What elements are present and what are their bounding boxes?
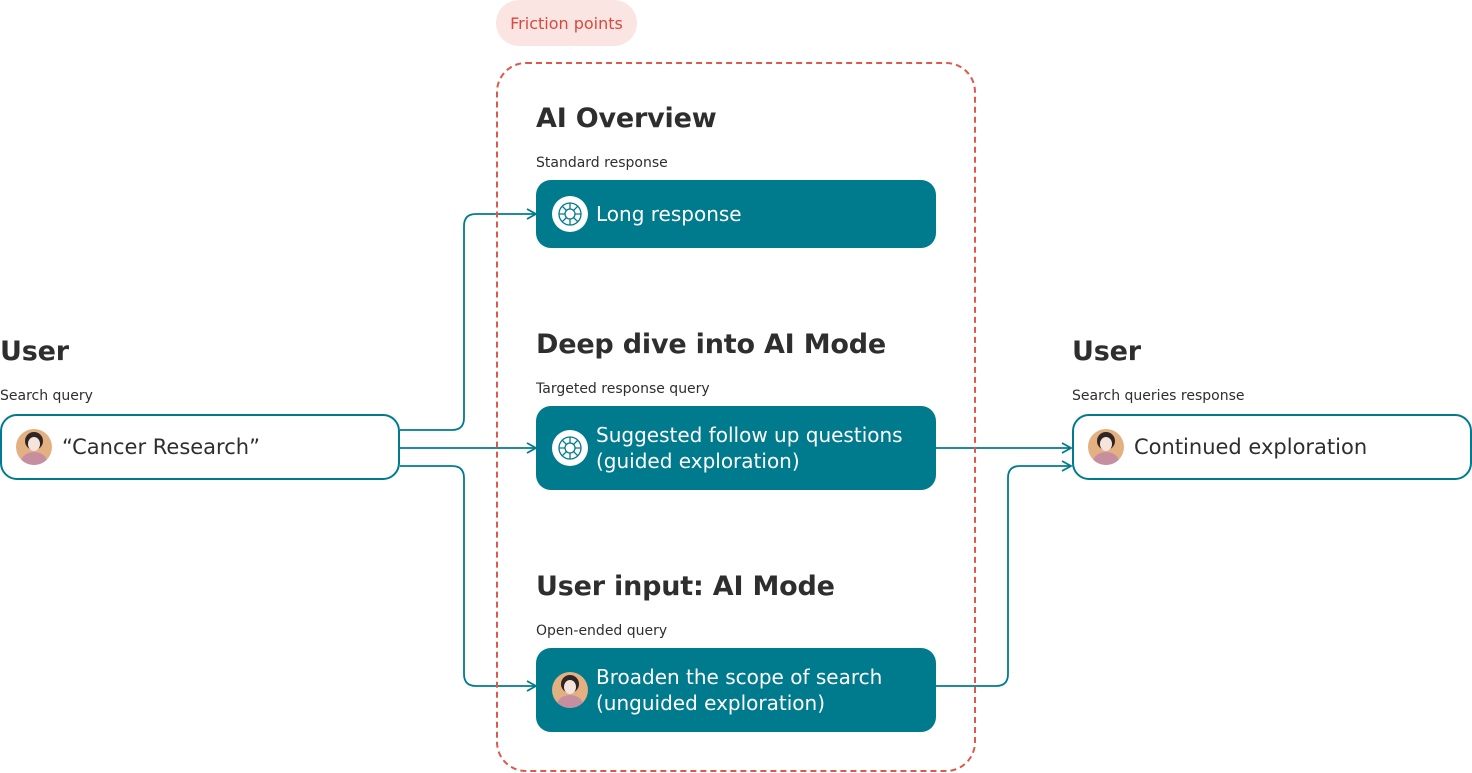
- ai-overview-subtitle: Standard response: [536, 155, 668, 171]
- continued-exploration-box: Continued exploration: [1072, 414, 1472, 480]
- unguided-exploration-line-1: Broaden the scope of search: [596, 665, 883, 689]
- ai-sparkle-icon: [552, 430, 588, 466]
- friction-points-region: [496, 62, 976, 772]
- guided-exploration-line-2: (guided exploration): [596, 449, 800, 473]
- long-response-box: Long response: [536, 180, 936, 248]
- unguided-exploration-box: Broaden the scope of search (unguided ex…: [536, 648, 936, 732]
- user-right-title: User: [1072, 336, 1141, 367]
- user-input-title: User input: AI Mode: [536, 571, 835, 602]
- guided-exploration-line-1: Suggested follow up questions: [596, 423, 903, 447]
- deep-dive-title: Deep dive into AI Mode: [536, 329, 886, 360]
- unguided-exploration-line-2: (unguided exploration): [596, 691, 826, 715]
- guided-exploration-box: Suggested follow up questions (guided ex…: [536, 406, 936, 490]
- user-left-title: User: [0, 336, 69, 367]
- user-input-subtitle: Open-ended query: [536, 623, 668, 639]
- user-avatar-icon: [1088, 429, 1124, 465]
- continued-exploration-text: Continued exploration: [1134, 435, 1368, 459]
- search-query-box: “Cancer Research”: [0, 414, 400, 480]
- long-response-text: Long response: [596, 202, 742, 226]
- friction-points-label: Friction points: [496, 0, 637, 46]
- ai-overview-title: AI Overview: [536, 103, 717, 134]
- user-left-subtitle: Search query: [0, 388, 93, 404]
- deep-dive-subtitle: Targeted response query: [536, 381, 710, 397]
- search-query-text: “Cancer Research”: [62, 435, 260, 459]
- user-right-subtitle: Search queries response: [1072, 388, 1245, 404]
- ai-sparkle-icon: [552, 196, 588, 232]
- user-avatar-icon: [552, 672, 588, 708]
- user-avatar-icon: [16, 429, 52, 465]
